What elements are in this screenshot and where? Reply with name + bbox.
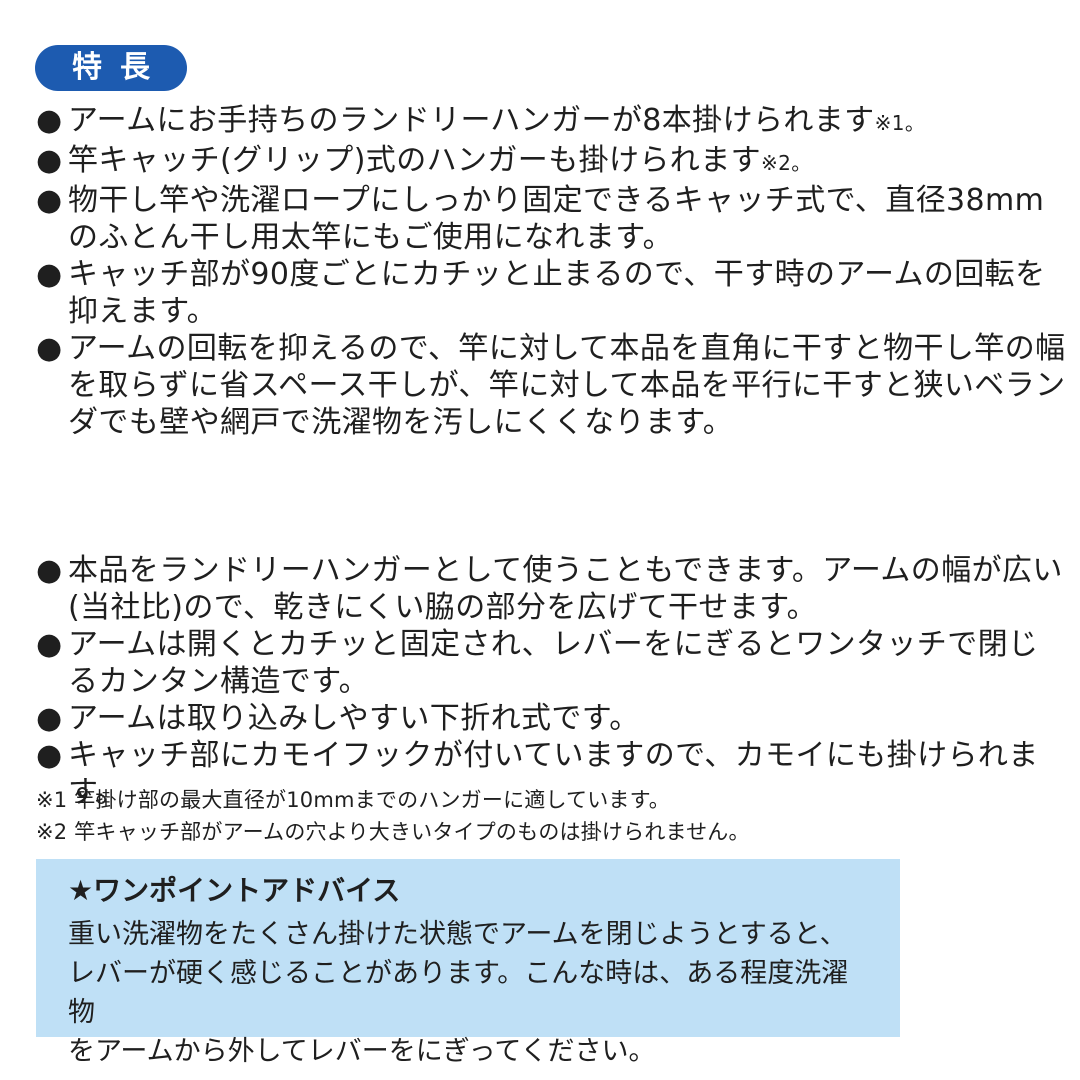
feature-text: アームの回転を抑えるので、竿に対して本品を直角に干すと物干し竿の幅を取らずに省ス… — [68, 331, 1066, 440]
footnote-1: ※1 竿掛け部の最大直径が10mmまでのハンガーに適しています。 — [36, 788, 670, 812]
footnote-2: ※2 竿キャッチ部がアームの穴より大きいタイプのものは掛けられません。 — [36, 820, 750, 844]
bullet-icon: ● — [36, 143, 63, 178]
feature-item: ●竿キャッチ(グリップ)式のハンガーも掛けられます※2。 — [36, 142, 1066, 182]
bullet-icon: ● — [36, 553, 63, 588]
bullet-icon: ● — [36, 738, 63, 773]
feature-item: ●アームは取り込みしやすい下折れ式です。 — [36, 700, 1066, 737]
feature-text: キャッチ部にカモイフックが付いていますので、カモイにも掛けられます。 — [68, 738, 1039, 810]
feature-text: キャッチ部が90度ごとにカチッと止まるので、干す時のアームの回転を抑えます。 — [68, 257, 1046, 329]
feature-text: アームにお手持ちのランドリーハンガーが8本掛けられます — [68, 103, 875, 138]
footnotes: ※1 竿掛け部の最大直径が10mmまでのハンガーに適しています。 ※2 竿キャッ… — [36, 784, 1066, 848]
footnote-reference: ※1。 — [874, 111, 926, 135]
advice-body: 重い洗濯物をたくさん掛けた状態でアームを閉じようとすると、 レバーが硬く感じるこ… — [68, 919, 849, 1067]
bullet-icon: ● — [36, 331, 63, 366]
advice-title: ★ワンポイントアドバイス — [68, 874, 401, 907]
feature-text: 物干し竿や洗濯ロープにしっかり固定できるキャッチ式で、直径38mmのふとん干し用… — [68, 183, 1045, 255]
section-badge-features: 特長 — [35, 45, 187, 91]
bullet-icon: ● — [36, 103, 63, 138]
feature-text: 竿キャッチ(グリップ)式のハンガーも掛けられます — [68, 143, 762, 178]
feature-text: アームは開くとカチッと固定され、レバーをにぎるとワンタッチで閉じるカンタン構造で… — [68, 627, 1039, 699]
bullet-icon: ● — [36, 701, 63, 736]
feature-list-top: ●アームにお手持ちのランドリーハンガーが8本掛けられます※1。●竿キャッチ(グリ… — [36, 102, 1066, 441]
feature-item: ●アームの回転を抑えるので、竿に対して本品を直角に干すと物干し竿の幅を取らずに省… — [36, 330, 1066, 441]
feature-item: ●アームは開くとカチッと固定され、レバーをにぎるとワンタッチで閉じるカンタン構造… — [36, 626, 1066, 700]
bullet-icon: ● — [36, 183, 63, 218]
feature-text: アームは取り込みしやすい下折れ式です。 — [68, 701, 640, 736]
feature-item: ●キャッチ部にカモイフックが付いていますので、カモイにも掛けられます。 — [36, 737, 1066, 811]
feature-text: 本品をランドリーハンガーとして使うこともできます。アームの幅が広い(当社比)ので… — [68, 553, 1063, 625]
advice-box: ★ワンポイントアドバイス 重い洗濯物をたくさん掛けた状態でアームを閉じようとする… — [36, 859, 900, 1067]
feature-item: ●物干し竿や洗濯ロープにしっかり固定できるキャッチ式で、直径38mmのふとん干し… — [36, 182, 1066, 256]
feature-item: ●キャッチ部が90度ごとにカチッと止まるので、干す時のアームの回転を抑えます。 — [36, 256, 1066, 330]
feature-item: ●本品をランドリーハンガーとして使うこともできます。アームの幅が広い(当社比)の… — [36, 552, 1066, 626]
feature-item: ●アームにお手持ちのランドリーハンガーが8本掛けられます※1。 — [36, 102, 1066, 142]
bullet-icon: ● — [36, 627, 63, 662]
footnote-reference: ※2。 — [761, 151, 812, 175]
bullet-icon: ● — [36, 257, 63, 292]
feature-list-bottom: ●本品をランドリーハンガーとして使うこともできます。アームの幅が広い(当社比)の… — [36, 552, 1066, 811]
